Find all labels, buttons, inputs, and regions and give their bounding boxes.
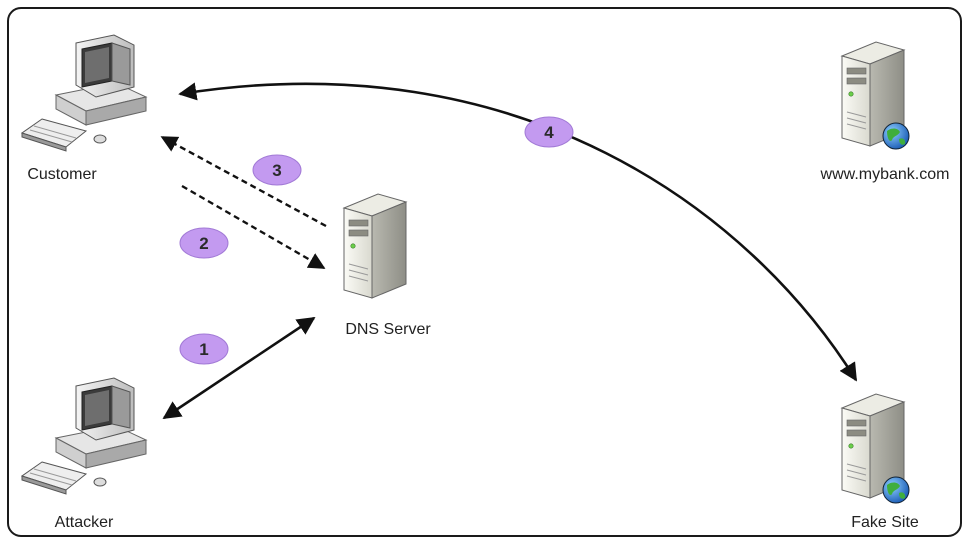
svg-text:4: 4 (544, 123, 554, 142)
arrow-step-2 (181, 184, 326, 270)
mybank-label: www.mybank.com (820, 166, 950, 183)
customer-computer-icon (21, 34, 147, 152)
step-badge-3: 3 (252, 154, 302, 186)
attacker-computer-icon (21, 377, 147, 495)
dns-server-label: DNS Server (345, 321, 431, 338)
fake-site-globe-icon (882, 476, 910, 504)
svg-text:3: 3 (272, 161, 281, 180)
step-badge-2: 2 (179, 227, 229, 259)
svg-text:2: 2 (199, 234, 208, 253)
arrow-step-3 (160, 135, 327, 228)
dns-server-icon (343, 193, 407, 299)
attacker-label: Attacker (54, 514, 114, 531)
svg-text:1: 1 (199, 340, 208, 359)
step-badge-4: 4 (524, 116, 574, 148)
mybank-globe-icon (882, 122, 910, 150)
customer-label: Customer (27, 166, 97, 183)
fake-site-label: Fake Site (851, 514, 919, 531)
arrow-step-1 (162, 316, 316, 420)
arrow-step-4 (178, 82, 858, 382)
step-badge-1: 1 (179, 333, 229, 365)
